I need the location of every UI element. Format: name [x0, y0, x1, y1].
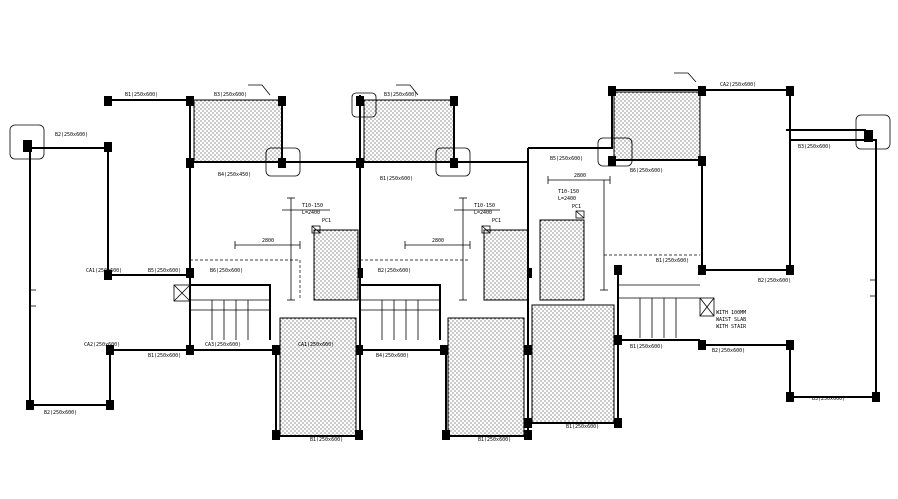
beam-label: B2(250x600) — [55, 132, 88, 138]
dimension-label: 2800 — [432, 238, 444, 244]
slab-label: L=2400 — [474, 210, 492, 216]
beam-label: B2(250x600) — [758, 278, 791, 284]
unit-3 — [524, 86, 794, 428]
room-slab-2 — [447, 317, 525, 437]
beam-label: CA1(250x600) — [86, 268, 122, 274]
bottom-beam-labels: B1(250x600) B1(250x600) B1(250x600) B3(2… — [310, 396, 845, 443]
beam-label: B3(250x600) — [384, 92, 417, 98]
beam-label: B3(250x600) — [812, 396, 845, 402]
slab-label: L=2400 — [558, 196, 576, 202]
beam-labels: B1(250x600) B3(250x600) B2(250x600) B4(2… — [44, 82, 831, 416]
beam-label: B1(250x600) — [125, 92, 158, 98]
beam-label: CA2(250x600) — [84, 342, 120, 348]
beam-label: B5(250x600) — [550, 156, 583, 162]
beam-label: B4(250x450) — [218, 172, 251, 178]
beam-label: B6(250x600) — [210, 268, 243, 274]
right-wing — [698, 114, 891, 402]
room-slab-1 — [279, 317, 357, 437]
stair-note: WAIST SLAB — [716, 317, 746, 323]
beam-label: B3(250x600) — [798, 144, 831, 150]
beam-label: CA1(250x600) — [298, 342, 334, 348]
beam-label: B6(250x600) — [630, 168, 663, 174]
stair-note: WITH 100MM — [716, 310, 746, 316]
column-callout-right — [855, 114, 891, 150]
slab-labels: T10-150 L=2400 T10-150 L=2400 T10-150 L=… — [262, 173, 586, 244]
shaft-slab-1 — [313, 229, 359, 301]
slab-mark: PC1 — [492, 218, 501, 224]
beam-label: B1(250x600) — [630, 344, 663, 350]
room-slab-3 — [531, 304, 615, 424]
beam-label: B3(250x600) — [214, 92, 247, 98]
slab-label: T10-150 — [558, 189, 579, 195]
balcony-slab-3 — [613, 91, 701, 161]
beam-label: CA3(250x600) — [205, 342, 241, 348]
beam-label: B2(250x600) — [712, 348, 745, 354]
slab-mark: PC1 — [322, 218, 331, 224]
slab-label: T10-150 — [474, 203, 495, 209]
left-wing — [9, 96, 190, 410]
column-callout-left — [9, 124, 45, 160]
beam-label: CA2(250x600) — [720, 82, 756, 88]
beam-label: B4(250x600) — [376, 353, 409, 359]
dimension-label: 2800 — [262, 238, 274, 244]
stair-note: WITH STAIR — [716, 324, 747, 330]
slab-label: L=2400 — [302, 210, 320, 216]
beam-label: B2(250x600) — [44, 410, 77, 416]
balcony-slab-2 — [363, 99, 455, 163]
beam-label: B1(250x600) — [656, 258, 689, 264]
balcony-slab-1 — [193, 99, 283, 163]
slab-mark: PC1 — [572, 204, 581, 210]
beam-label: B1(250x600) — [310, 437, 343, 443]
dimension-label: 2800 — [574, 173, 586, 179]
beam-label: B1(250x600) — [148, 353, 181, 359]
shaft-slab-3 — [539, 219, 585, 301]
beam-label: B2(250x600) — [378, 268, 411, 274]
slab-label: T10-150 — [302, 203, 323, 209]
beam-label: B1(250x600) — [380, 176, 413, 182]
unit-2 — [351, 92, 532, 440]
beam-label: B1(250x600) — [566, 424, 599, 430]
shaft-slab-2 — [483, 229, 529, 301]
beam-label: B1(250x600) — [478, 437, 511, 443]
unit-1 — [173, 96, 363, 440]
leader-lines — [248, 72, 697, 96]
stair-notes: WITH 100MM WAIST SLAB WITH STAIR — [716, 310, 747, 330]
beam-label: B5(250x600) — [148, 268, 181, 274]
